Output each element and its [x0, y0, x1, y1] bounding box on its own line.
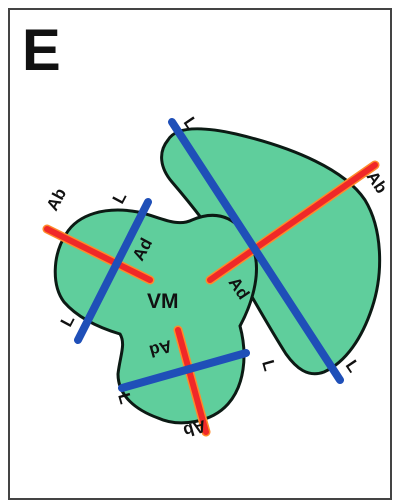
panel-label: E — [22, 18, 61, 83]
vm-label: VM — [147, 290, 179, 313]
